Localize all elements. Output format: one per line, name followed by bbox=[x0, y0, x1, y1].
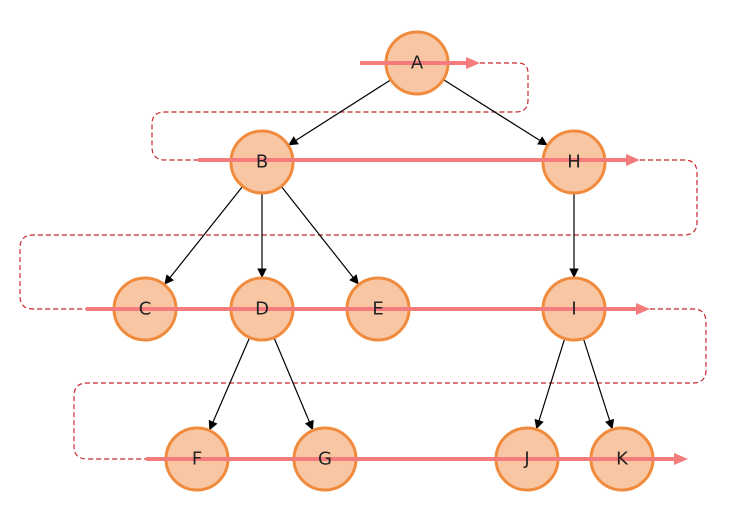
connector-level-2-to-3 bbox=[19, 159, 698, 310]
node-label-c: C bbox=[139, 299, 152, 320]
connector-level-1-to-2 bbox=[151, 62, 529, 161]
tree-edge-layer bbox=[164, 78, 615, 431]
edge-a-to-h bbox=[442, 78, 548, 146]
node-label-k: K bbox=[616, 449, 629, 470]
edge-b-to-e bbox=[280, 185, 359, 285]
tree-node-layer bbox=[112, 30, 655, 492]
edge-i-to-k bbox=[582, 338, 615, 430]
edge-b-to-c bbox=[164, 185, 244, 285]
node-label-e: E bbox=[372, 299, 383, 320]
node-label-i: I bbox=[571, 299, 576, 320]
traversal-sweep-level-3 bbox=[86, 303, 650, 315]
traversal-sweep-level-4 bbox=[146, 453, 688, 465]
node-label-j: J bbox=[523, 449, 529, 470]
traversal-sweep-level-2 bbox=[198, 154, 640, 166]
edge-d-to-g bbox=[273, 337, 314, 431]
node-label-h: H bbox=[567, 152, 581, 173]
traversal-sweep-layer bbox=[86, 57, 688, 465]
edge-i-to-j bbox=[534, 338, 566, 430]
node-label-g: G bbox=[318, 449, 332, 470]
connector-level-3-to-4 bbox=[73, 308, 707, 460]
edge-a-to-b bbox=[288, 79, 392, 146]
node-label-overlay: A B H C D E I F G J K bbox=[139, 53, 629, 470]
edge-d-to-f bbox=[208, 337, 251, 431]
node-label-b: B bbox=[256, 152, 268, 173]
traversal-sweep-level-1 bbox=[360, 57, 480, 69]
node-label-d: D bbox=[255, 299, 269, 320]
node-label-a: A bbox=[411, 53, 424, 74]
node-label-f: F bbox=[192, 449, 202, 470]
